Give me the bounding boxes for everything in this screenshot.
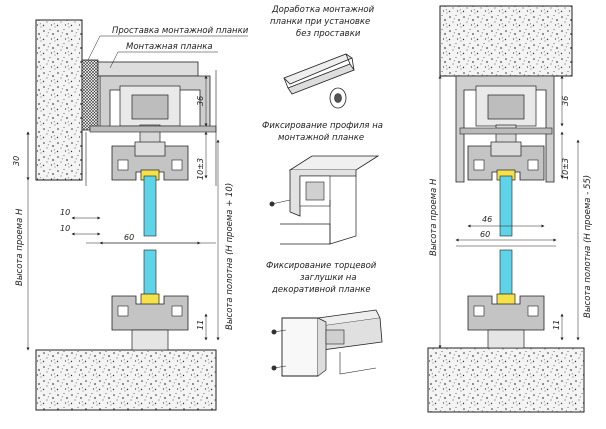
- dim-60-right: 60: [480, 230, 490, 239]
- spacer-strip: [81, 59, 99, 131]
- wall-concrete-block: [35, 19, 83, 181]
- callout-spacer: Проставка монтажной планки: [112, 26, 249, 36]
- glass-panel-lower: [143, 249, 157, 299]
- top-door-profile-right: [467, 141, 545, 181]
- dim-10-left-b: 10: [60, 224, 70, 233]
- dim-11-left: 11: [196, 320, 205, 330]
- note3-line1: Фиксирование торцевой: [266, 261, 377, 271]
- note2-line1: Фиксирование профиля на: [262, 121, 383, 131]
- top-door-profile: [111, 141, 189, 181]
- dim-60-left: 60: [124, 233, 134, 242]
- glass-panel-lower-right: [499, 249, 513, 299]
- note1-line2: планки при установке: [270, 17, 370, 27]
- dim-10-left-a: 10: [60, 208, 70, 217]
- label-opening-height-left: Высота проема H: [15, 208, 25, 286]
- dim-10pm3-left: 10±3: [196, 158, 205, 180]
- top-track-profile: [85, 70, 217, 186]
- bottom-door-profile: [111, 293, 189, 351]
- middle-notes: Доработка монтажной планки при установке…: [262, 5, 383, 377]
- dim-36-left: 36: [196, 96, 205, 106]
- ceiling-concrete-block: [439, 5, 573, 77]
- mounting-bar: [97, 61, 199, 77]
- note3-line3: декоративной планке: [271, 285, 371, 295]
- note3-line2: заглушки на: [300, 273, 357, 283]
- floor-concrete-slab: [35, 349, 217, 411]
- right-section: 36 10±3 46 60 11 Высота проема H Высота …: [427, 5, 593, 413]
- label-panel-height-left: Высота полотна (H проема + 10): [225, 183, 235, 330]
- left-section: 36 30 10±3 10 10 60 11 Высота проема H В…: [12, 19, 249, 411]
- note1-line1: Доработка монтажной: [271, 5, 375, 15]
- profile-fix-sketch: [269, 155, 380, 245]
- bottom-door-profile-right: [467, 293, 545, 349]
- dim-10pm3-right: 10±3: [561, 158, 570, 180]
- glass-panel-upper: [143, 175, 157, 237]
- rail-detail-sketch: [283, 53, 355, 109]
- dim-30-left: 30: [12, 156, 21, 166]
- floor-concrete-slab-right: [427, 347, 585, 413]
- glass-panel-upper-right: [499, 175, 513, 237]
- label-panel-height-right: Высота полотна (H проема - 55): [583, 175, 593, 318]
- note1-line3: без проставки: [296, 29, 361, 39]
- dim-46-right: 46: [482, 215, 492, 224]
- dim-36-right: 36: [561, 96, 570, 106]
- dim-11-right: 11: [552, 320, 561, 330]
- label-opening-height-right: Высота проема H: [429, 178, 439, 256]
- note2-line2: монтажной планке: [278, 133, 364, 143]
- callout-mount-bar: Монтажная планка: [126, 42, 213, 52]
- top-track-profile-right: [455, 75, 555, 183]
- end-cap-sketch: [271, 309, 383, 377]
